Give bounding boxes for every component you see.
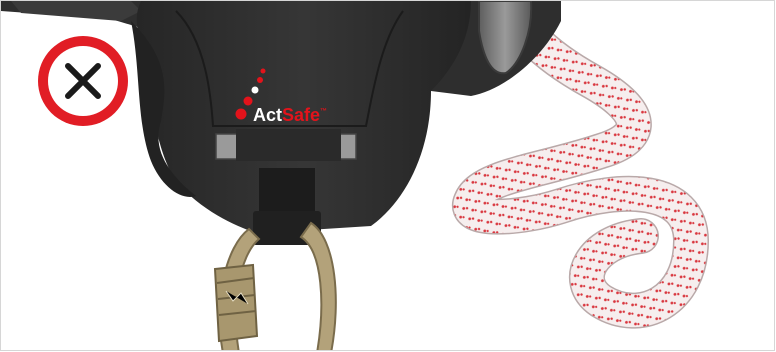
logo-dot <box>252 87 259 94</box>
logo-dot <box>244 97 253 106</box>
logo-dot <box>257 77 263 83</box>
brand-name-safe: Safe <box>282 105 320 125</box>
brand-wordmark: ActSafe™ <box>253 105 327 125</box>
brand-trademark: ™ <box>320 108 327 115</box>
logo-dot <box>236 109 247 120</box>
prohibited-x-icon <box>38 36 128 126</box>
logo-dot <box>261 69 266 74</box>
brand-name-act: Act <box>253 105 282 125</box>
